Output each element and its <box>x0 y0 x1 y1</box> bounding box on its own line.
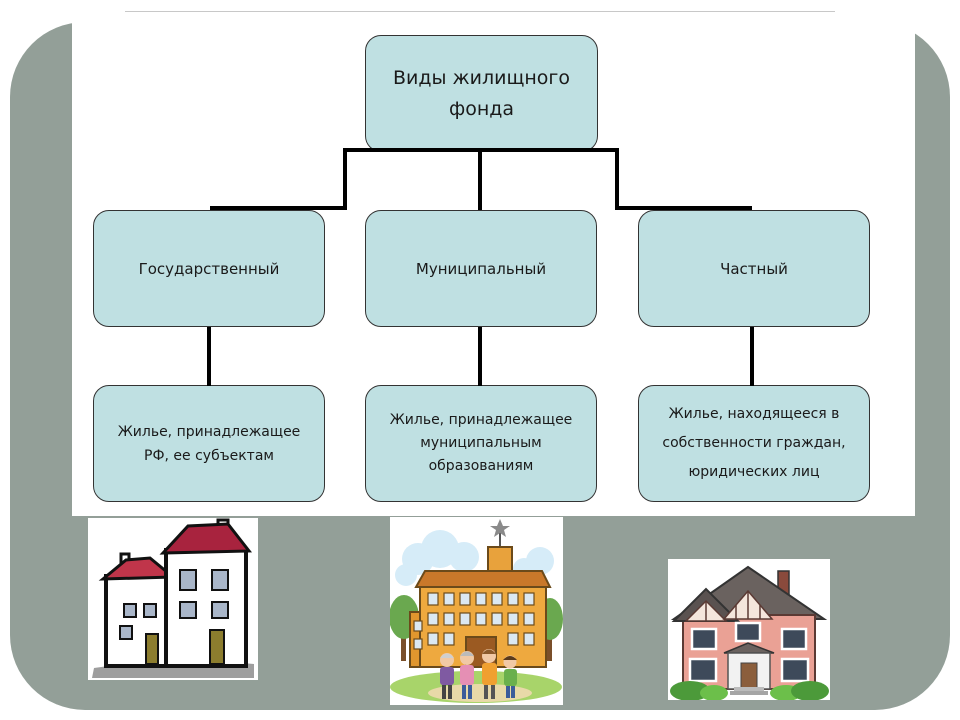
node-private-description: Жилье, находящееся в собственности гражд… <box>638 385 870 502</box>
node-municipal-description: Жилье, принадлежащее муниципальным образ… <box>365 385 597 502</box>
apartment-buildings-illustration <box>88 518 258 680</box>
person-2 <box>460 651 474 699</box>
apartment-buildings-icon <box>88 518 258 680</box>
node-state-description: Жилье, принадлежащее РФ, ее субъектам <box>93 385 325 502</box>
small-building <box>98 552 178 668</box>
clouds <box>395 530 554 586</box>
school-illustration <box>390 517 563 705</box>
person-3 <box>482 649 497 699</box>
private-house-illustration <box>668 559 830 700</box>
top-divider <box>125 11 835 12</box>
house <box>670 565 828 695</box>
person-1 <box>440 653 454 699</box>
node-private: Частный <box>638 210 870 327</box>
person-4 <box>503 655 517 698</box>
people <box>440 649 517 699</box>
private-house-icon <box>668 559 830 700</box>
school-building-with-people-icon <box>390 517 563 705</box>
node-municipal: Муниципальный <box>365 210 597 327</box>
node-state: Государственный <box>93 210 325 327</box>
bushes <box>670 681 829 700</box>
tall-building <box>159 518 253 668</box>
root-node-title: Виды жилищного фонда <box>365 35 598 152</box>
